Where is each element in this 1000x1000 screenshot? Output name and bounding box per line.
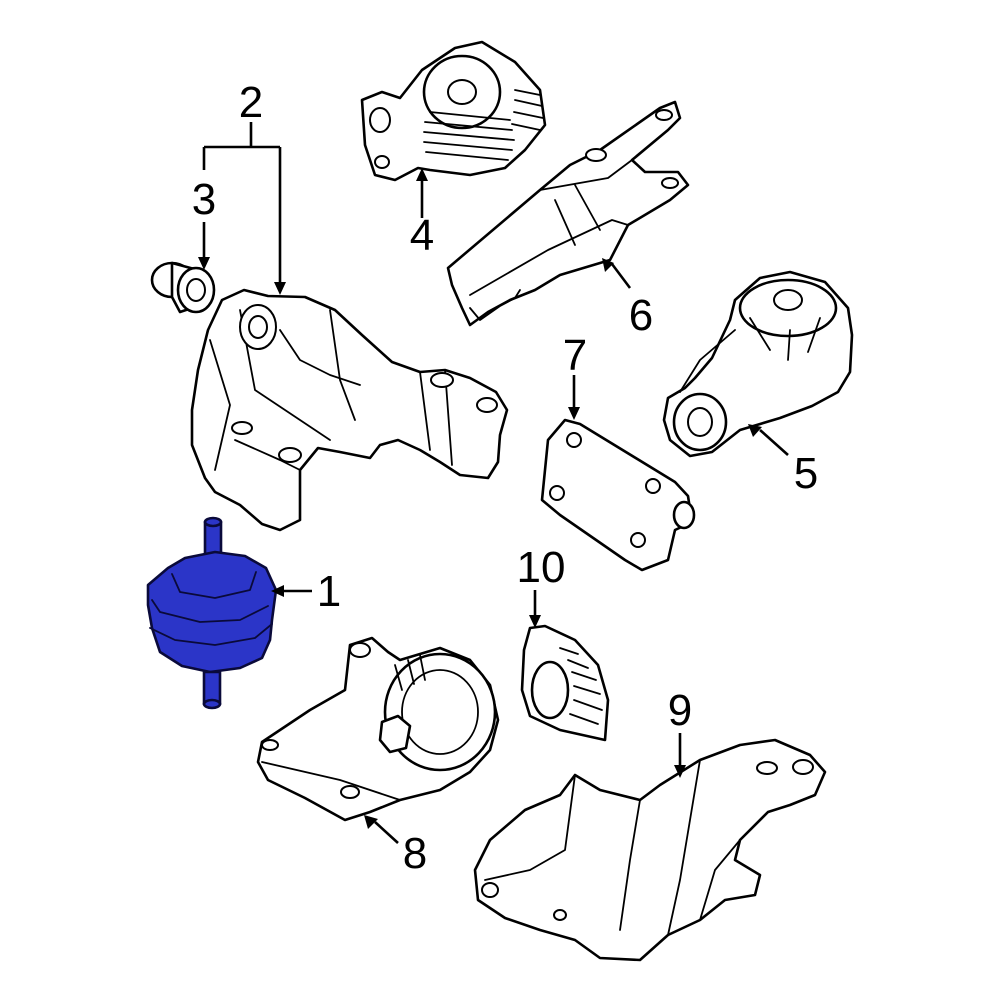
part-6-torque-strut[interactable] — [446, 100, 690, 327]
leader-lines — [198, 122, 789, 844]
callout-10: 10 — [517, 543, 566, 592]
part-10-damper-plate[interactable] — [520, 624, 610, 742]
callout-3: 3 — [192, 175, 216, 224]
callout-4: 4 — [410, 211, 434, 260]
callout-5: 5 — [794, 449, 818, 498]
callout-9: 9 — [668, 686, 692, 735]
part-4-transmission-mount[interactable] — [360, 40, 547, 182]
part-5-engine-mount[interactable] — [662, 270, 854, 458]
part-1-hydraulic-mount[interactable] — [146, 516, 278, 710]
callout-6: 6 — [629, 291, 653, 340]
part-7-mounting-plate[interactable] — [540, 418, 696, 572]
callout-7: 7 — [563, 331, 587, 380]
callout-2: 2 — [239, 78, 263, 127]
callout-1: 1 — [317, 567, 341, 616]
part-9-lower-bracket[interactable] — [473, 738, 827, 962]
part-8-lower-mount[interactable] — [256, 636, 500, 822]
part-3-bushing[interactable] — [150, 261, 216, 314]
callout-numbers: 2 3 4 6 5 7 1 10 8 9 — [192, 78, 818, 878]
callout-8: 8 — [403, 829, 427, 878]
part-2-engine-bracket[interactable] — [190, 288, 509, 532]
